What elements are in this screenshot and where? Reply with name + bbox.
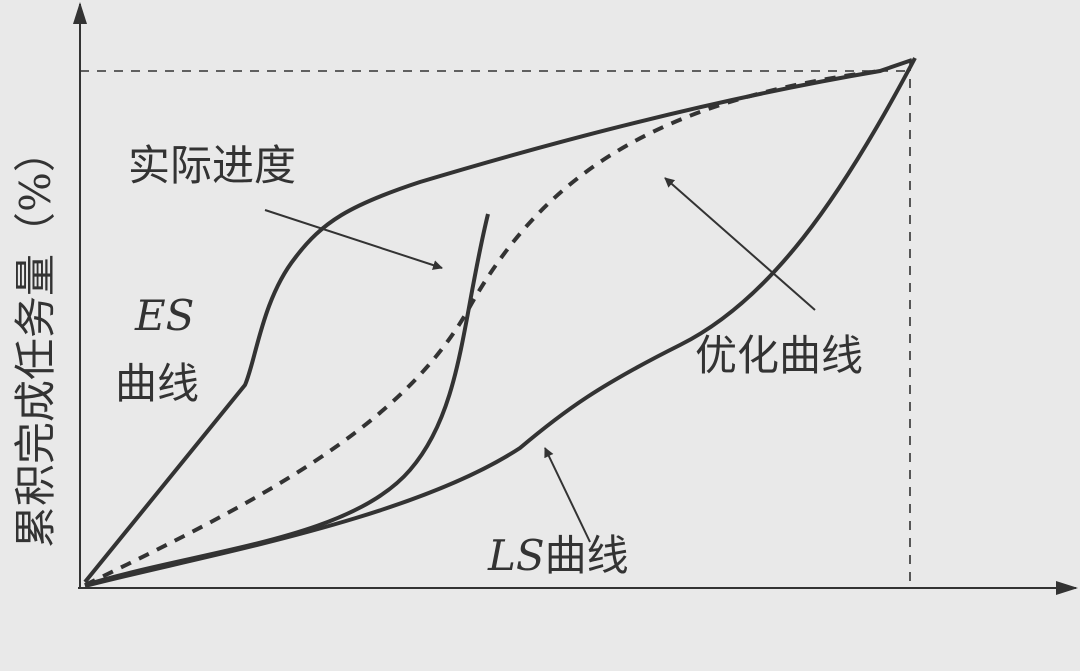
ls-curve bbox=[84, 57, 917, 588]
ls-label-prefix: LS bbox=[487, 531, 545, 580]
ls-label-suffix: 曲线 bbox=[545, 531, 629, 580]
optimized-curve-pointer bbox=[664, 177, 816, 311]
es-curve bbox=[83, 58, 913, 584]
es-label-prefix: ES bbox=[134, 291, 194, 340]
actual-progress-pointer bbox=[264, 209, 443, 270]
optimized-curve-label: 优化曲线 bbox=[695, 331, 863, 380]
ls-curve-pointer bbox=[544, 447, 591, 543]
es-label-suffix: 曲线 bbox=[115, 359, 199, 408]
optimized-curve bbox=[84, 69, 881, 587]
y-axis-label: 累积完成任务量（%） bbox=[11, 130, 60, 548]
actual-progress-label: 实际进度 bbox=[128, 141, 296, 190]
actual-progress-curve bbox=[84, 213, 490, 587]
ls-label: LS曲线 bbox=[487, 531, 629, 580]
